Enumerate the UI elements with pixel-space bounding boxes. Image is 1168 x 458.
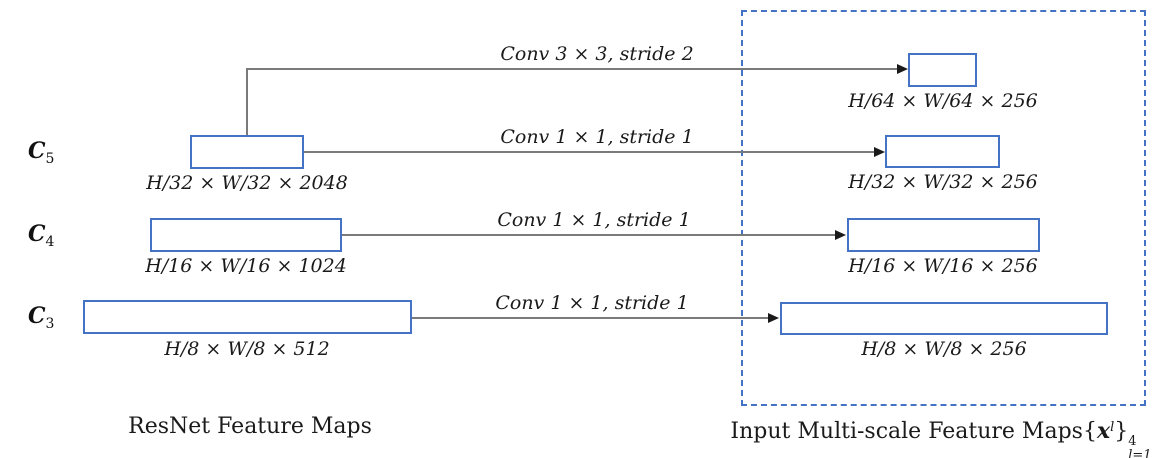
c3-label: C3 [28,303,54,332]
x-variable: x [1096,418,1111,444]
conv3x3-arrowhead-icon [897,64,908,74]
output-map-box-l3 [885,135,1000,168]
conv3x3-label: Conv 3 × 3, stride 2 [500,43,694,65]
c4-label-sub: 4 [45,234,55,250]
resnet-caption: ResNet Feature Maps [128,414,372,439]
c4-dims-label: H/16 × W/16 × 1024 [145,255,347,277]
set-index-lower: l=1 [1128,447,1152,458]
conv3x3-elbow-line [246,69,248,135]
conv1x1-c4-label: Conv 1 × 1, stride 1 [497,209,691,231]
output-map-box-l4 [908,53,977,87]
feature-map-box-c5 [190,135,304,169]
feature-map-box-c4 [150,218,342,252]
c4-label-base: C [28,221,46,247]
conv3x3-arrow-line [246,68,897,70]
x-superscript-l: l [1110,420,1115,435]
conv1x1-c4-arrowhead-icon [835,230,846,240]
c5-label: C5 [28,138,54,167]
l1-dims-label: H/8 × W/8 × 256 [861,338,1027,360]
l4-dims-label: H/64 × W/64 × 256 [848,90,1038,112]
brace-close: } [1114,419,1129,444]
conv1x1-c5-arrow-line [304,151,875,153]
feature-map-box-c3 [83,300,412,334]
c3-label-base: C [28,303,46,329]
set-index-upper: 4 [1128,434,1137,449]
multiscale-dashed-box [741,10,1146,406]
l3-dims-label: H/32 × W/32 × 256 [848,171,1038,193]
c4-label: C4 [28,221,54,250]
c3-dims-label: H/8 × W/8 × 512 [164,338,330,360]
conv1x1-c5-label: Conv 1 × 1, stride 1 [500,126,694,148]
conv1x1-c4-arrow-line [342,234,836,236]
c5-label-sub: 5 [45,151,55,167]
c5-dims-label: H/32 × W/32 × 2048 [146,172,348,194]
brace-open: { [1082,419,1097,444]
l2-dims-label: H/16 × W/16 × 256 [848,255,1038,277]
conv1x1-c5-arrowhead-icon [874,147,885,157]
output-map-box-l2 [847,218,1040,252]
conv1x1-c3-arrow-line [412,317,769,319]
conv1x1-c3-arrowhead-icon [768,313,779,323]
c5-label-base: C [28,138,46,164]
multiscale-caption-text: Input Multi-scale Feature Maps [730,419,1083,444]
output-map-box-l1 [780,302,1108,335]
conv1x1-c3-label: Conv 1 × 1, stride 1 [495,292,689,314]
c3-label-sub: 3 [45,316,55,332]
